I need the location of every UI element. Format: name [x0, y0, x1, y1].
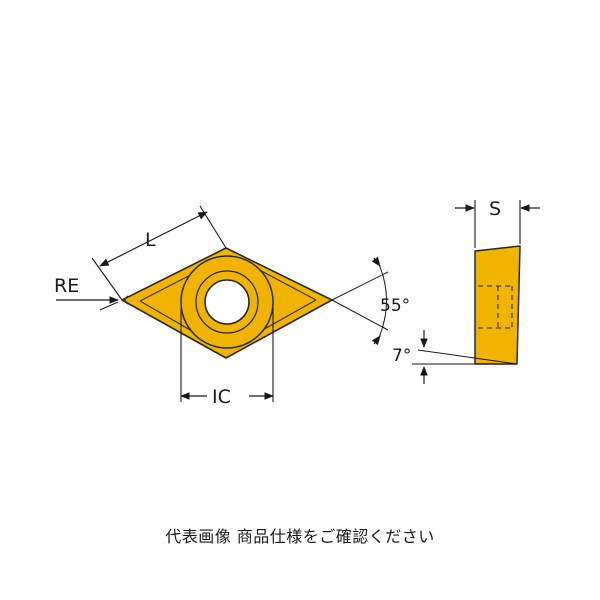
dimension-S: S — [455, 198, 540, 248]
front-view — [121, 247, 333, 359]
label-corner-radius: RE — [54, 275, 79, 297]
corner-radius-tip — [124, 295, 129, 305]
label-inscribed-circle: IC — [212, 386, 231, 408]
side-view: S 7° — [392, 198, 540, 384]
label-clearance-angle: 7° — [392, 346, 411, 366]
dimension-clearance-angle: 7° — [392, 330, 518, 384]
clamping-hole — [204, 279, 250, 325]
caption: 代表画像 商品仕様をご確認ください — [165, 527, 435, 546]
label-length: L — [145, 229, 156, 251]
dimension-RE: RE — [54, 275, 119, 311]
hidden-lines — [478, 285, 513, 329]
dimension-IC: IC — [180, 308, 274, 408]
dimension-included-angle: 55° — [331, 256, 410, 346]
label-included-angle: 55° — [380, 296, 410, 316]
dimension-L: L — [91, 205, 227, 301]
label-thickness: S — [489, 198, 501, 220]
